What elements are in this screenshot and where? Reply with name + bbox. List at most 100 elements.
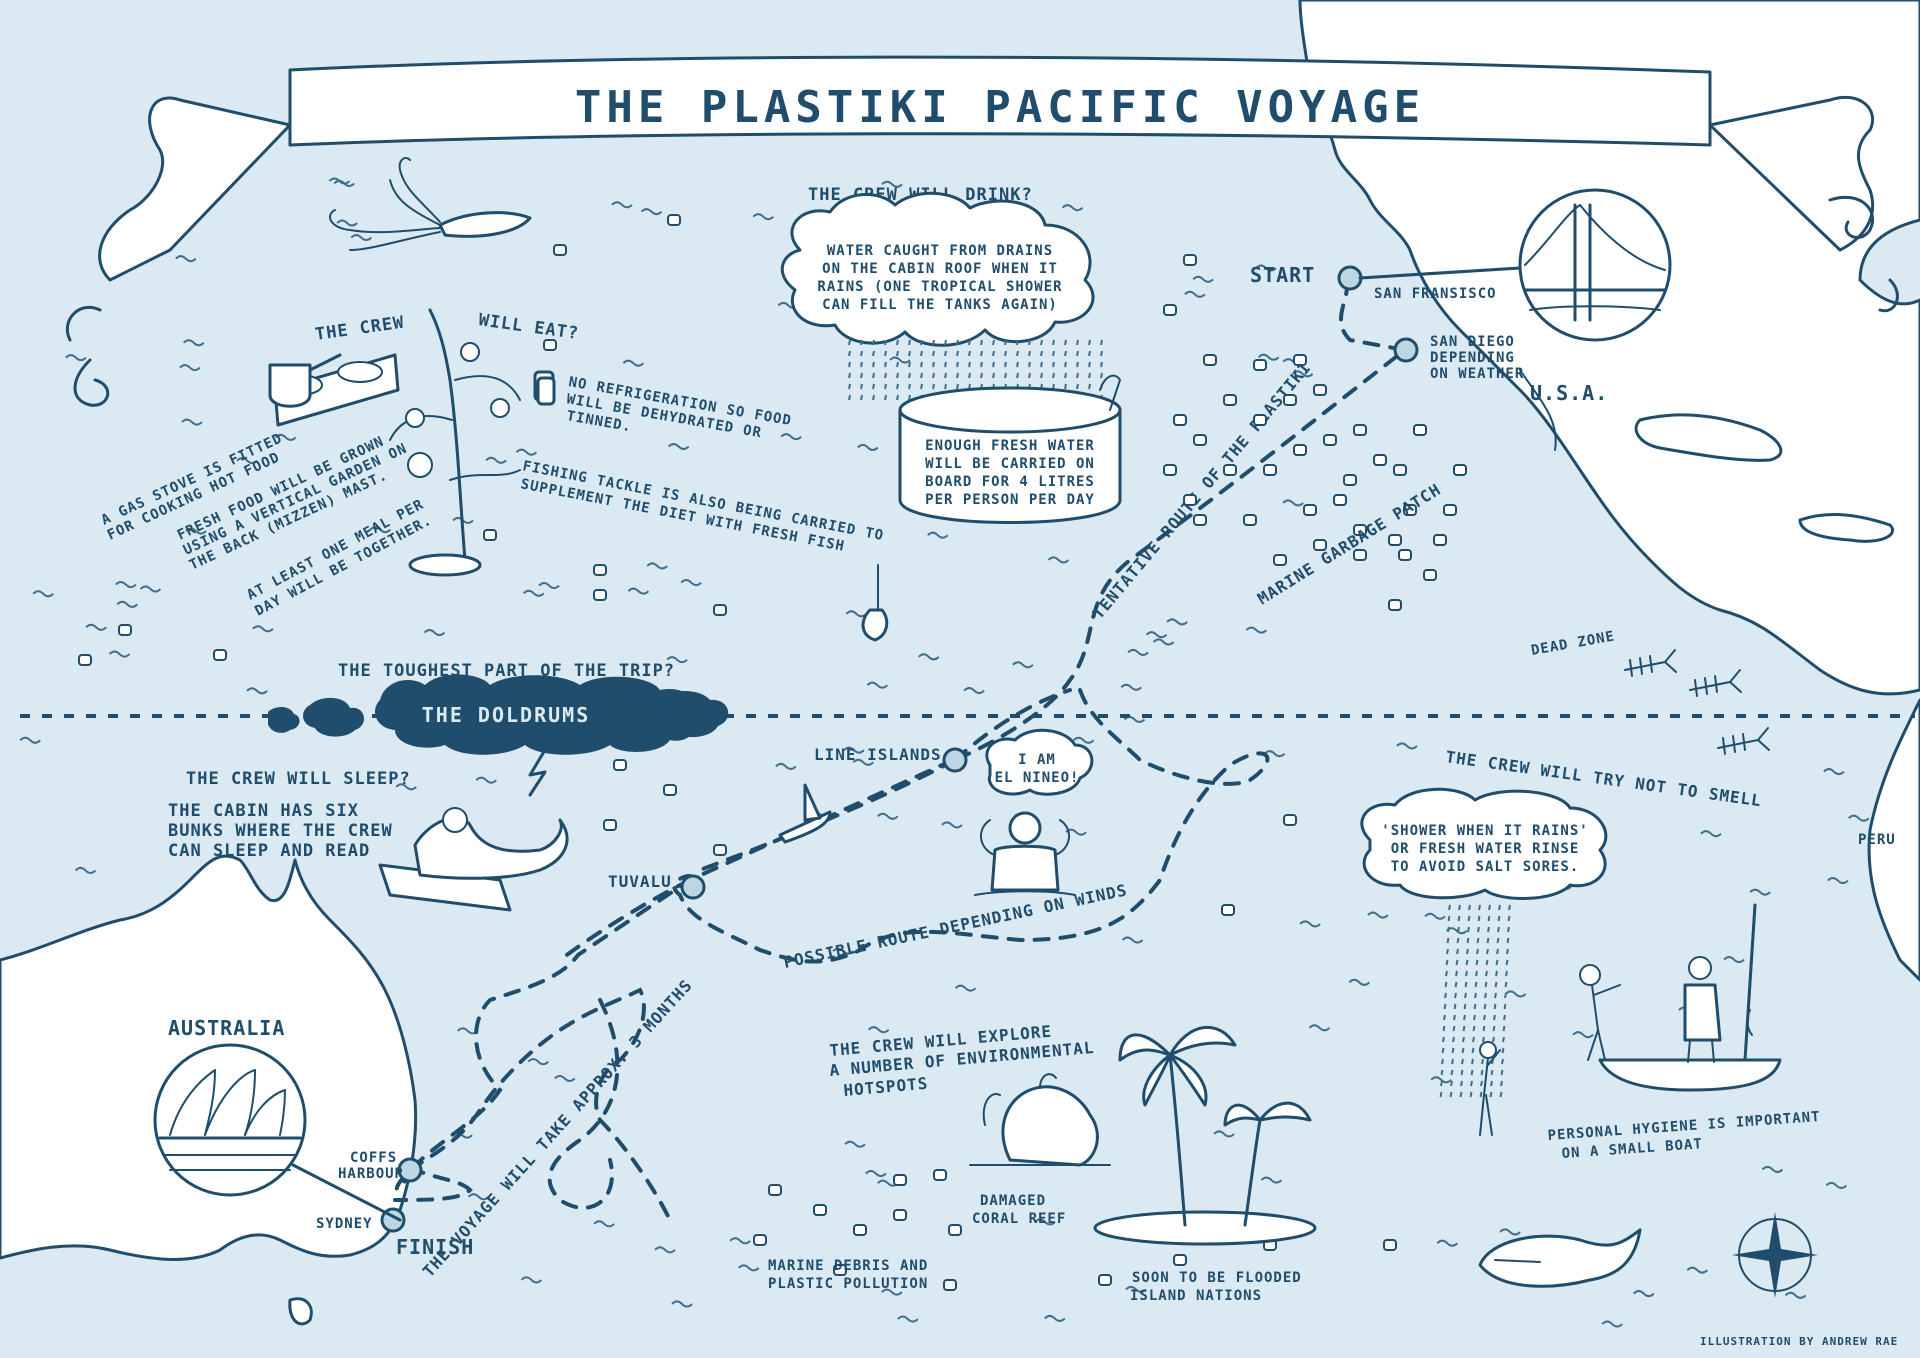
debris-label-1: MARINE DEBRIS AND [768, 1258, 928, 1274]
rain-drop [992, 339, 995, 346]
rain-drop [908, 339, 911, 346]
wave-mark [881, 1288, 903, 1296]
rain-drop [1088, 339, 1091, 346]
rain-drop [1504, 981, 1508, 988]
rain-drop [1474, 992, 1477, 999]
islands-label-1: SOON TO BE FLOODED [1132, 1270, 1302, 1286]
rain-drop [1455, 959, 1459, 966]
shower-rain [1439, 904, 1511, 1098]
rain-drop [1452, 1036, 1455, 1043]
rain-drop [848, 394, 851, 401]
rain-drop [1477, 915, 1481, 922]
wave-mark [775, 762, 797, 770]
rain-drop [1088, 350, 1091, 357]
rain-drop [932, 361, 935, 368]
rain-drop [1451, 1047, 1455, 1054]
el-nino-line-1: I AM [1018, 752, 1056, 768]
wave-mark [1047, 556, 1070, 564]
wave-mark [1012, 661, 1034, 669]
wave-mark [738, 1264, 760, 1272]
rain-drop [1028, 372, 1031, 379]
rain-drop [1040, 350, 1043, 357]
wave-mark [467, 1193, 490, 1201]
coffs-harbour-label-2: HARBOUR [338, 1166, 404, 1182]
rain-drop [1483, 1003, 1487, 1010]
rain-drop [1505, 959, 1509, 966]
wave-mark [1825, 1181, 1848, 1189]
rain-drop [1478, 904, 1481, 911]
wave-mark [876, 812, 899, 820]
wave-mark [1282, 499, 1304, 507]
rain-drop [1476, 948, 1479, 955]
rain-drop [1471, 1047, 1475, 1054]
coffs-harbour-label-1: COFFS [350, 1150, 397, 1166]
wave-mark [1120, 683, 1142, 691]
rain-drop [1088, 361, 1091, 368]
rain-drop [1454, 992, 1457, 999]
debris-item [1253, 359, 1267, 371]
region-peru: PERU [1858, 832, 1896, 848]
wave-mark [485, 456, 507, 464]
wave-mark [954, 984, 977, 992]
wave-mark [538, 582, 560, 590]
rain-lines [848, 339, 1103, 401]
rain-drop [908, 361, 911, 368]
debris-item [1293, 444, 1307, 456]
rain-drop [1499, 1091, 1503, 1098]
rain-drop [1507, 915, 1511, 922]
rain-drop [1052, 372, 1055, 379]
small-cloud-left [303, 697, 365, 737]
wave-mark [1749, 888, 1771, 896]
rain-drop [1016, 339, 1019, 346]
rain-drop [1076, 350, 1079, 357]
rain-drop [872, 372, 875, 379]
debris-item [1183, 494, 1197, 506]
rain-drop [1508, 904, 1511, 911]
wave-mark [175, 255, 197, 263]
rain-drop [1484, 992, 1487, 999]
debris-item [1313, 539, 1327, 551]
rain-drop [896, 372, 899, 379]
debris-item [1221, 904, 1235, 916]
title-banner: THE PLASTIKI PACIFIC VOYAGE [98, 55, 1875, 282]
rain-drop [1472, 1025, 1476, 1032]
wave-mark [252, 625, 274, 633]
caribbean-island [1798, 513, 1894, 543]
debris-item [1173, 1254, 1187, 1266]
rain-drop [992, 372, 995, 379]
debris-item [1163, 464, 1177, 476]
rain-drop [1064, 361, 1067, 368]
wave-mark [927, 531, 949, 539]
debris-item [1283, 814, 1297, 826]
loop-route-line [547, 998, 620, 1210]
rain-drop [872, 361, 875, 368]
coral-label-1: DAMAGED [980, 1193, 1046, 1209]
debris-item [1433, 534, 1447, 546]
debris-item [833, 1264, 847, 1276]
rowboat-icon [1579, 903, 1782, 1092]
smell-bubble-line-3: TO AVOID SALT SORES. [1391, 859, 1580, 875]
rain-drop [1486, 948, 1489, 955]
debris-item [813, 1204, 827, 1216]
rain-drop [1453, 1003, 1457, 1010]
wave-mark [729, 1237, 751, 1245]
line-islands-link [953, 688, 1072, 762]
rain-drop [896, 350, 899, 357]
rain-drop [944, 372, 947, 379]
boat-icon [778, 783, 832, 844]
rain-drop [968, 350, 971, 357]
wave-mark [139, 585, 162, 593]
rain-drop [1486, 937, 1490, 944]
rain-drop [1440, 1069, 1444, 1076]
rain-drop [860, 339, 863, 346]
rain-drop [1450, 1069, 1454, 1076]
rain-drop [1004, 372, 1007, 379]
rain-drop [1467, 915, 1471, 922]
rain-drop [1494, 992, 1497, 999]
wave-mark [1700, 830, 1722, 838]
debris-item [1283, 394, 1297, 406]
debris-label-2: PLASTIC POLLUTION [768, 1276, 928, 1292]
start-label: START [1250, 263, 1315, 287]
rain-drop [908, 394, 911, 401]
rain-drop [932, 372, 935, 379]
